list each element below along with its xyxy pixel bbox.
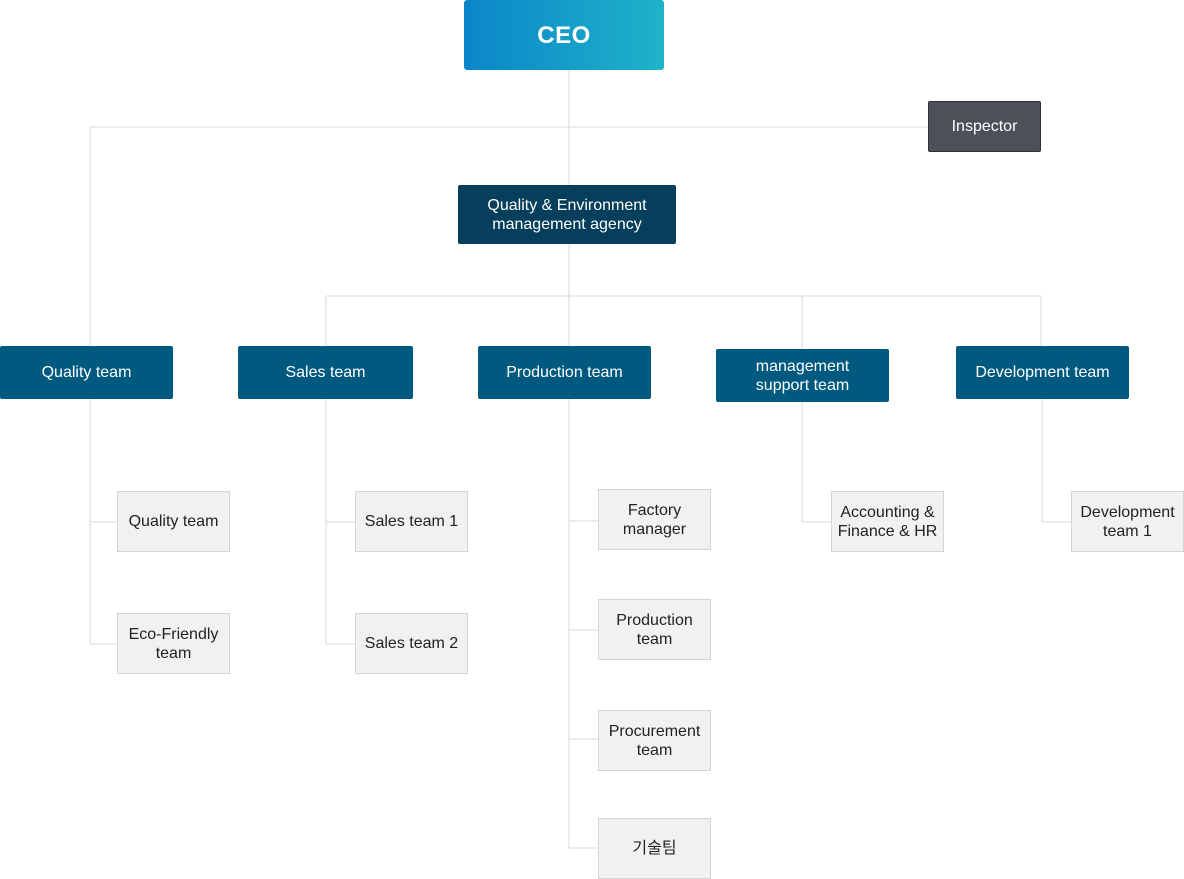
- sales-team-1-box: Sales team 1: [355, 491, 468, 552]
- development-team-box: Development team: [956, 346, 1129, 399]
- production-team-label: Production team: [506, 364, 623, 381]
- quality-team-box: Quality team: [0, 346, 173, 399]
- factory-manager-box: Factory manager: [598, 489, 711, 550]
- production-team-box: Production team: [478, 346, 651, 399]
- sales-team-1-label: Sales team 1: [364, 513, 459, 530]
- tech-team-box: 기술팀: [598, 818, 711, 879]
- agency-box: Quality & Environment management agency: [458, 185, 676, 244]
- ceo-label: CEO: [537, 21, 591, 49]
- sub-production-team-label-line2: team: [636, 630, 673, 648]
- sub-production-team-box: Production team: [598, 599, 711, 660]
- eco-friendly-label-line2: team: [155, 644, 192, 662]
- sub-production-team-label-line1: Production: [616, 611, 693, 629]
- factory-manager-label-line2: manager: [622, 520, 687, 538]
- sub-quality-team-label: Quality team: [128, 513, 219, 530]
- sub-quality-team-box: Quality team: [117, 491, 230, 552]
- development-team-1-box: Development team 1: [1071, 491, 1184, 552]
- tech-team-label: 기술팀: [632, 840, 677, 857]
- management-support-label-line2: support team: [755, 376, 850, 394]
- eco-friendly-team-box: Eco-Friendly team: [117, 613, 230, 674]
- factory-manager-label-line1: Factory: [627, 501, 682, 519]
- management-support-team-box: management support team: [716, 349, 889, 402]
- sales-team-2-box: Sales team 2: [355, 613, 468, 674]
- inspector-label: Inspector: [951, 118, 1018, 135]
- accounting-finance-hr-box: Accounting & Finance & HR: [831, 491, 944, 552]
- inspector-box: Inspector: [928, 101, 1041, 152]
- agency-label-line1: Quality & Environment: [487, 196, 647, 214]
- sales-team-label: Sales team: [285, 364, 366, 381]
- procurement-team-label-line1: Procurement: [608, 722, 701, 740]
- quality-team-label: Quality team: [41, 364, 132, 381]
- procurement-team-label-line2: team: [636, 741, 673, 759]
- ceo-box: CEO: [464, 0, 664, 70]
- sales-team-box: Sales team: [238, 346, 413, 399]
- procurement-team-box: Procurement team: [598, 710, 711, 771]
- development-team-1-label-line1: Development: [1080, 503, 1175, 521]
- development-team-label: Development team: [975, 364, 1110, 381]
- development-team-1-label-line2: team 1: [1103, 522, 1152, 540]
- accounting-label-line1: Accounting &: [840, 503, 935, 521]
- accounting-label-line2: Finance & HR: [837, 522, 938, 540]
- agency-label-line2: management agency: [492, 215, 642, 233]
- sales-team-2-label: Sales team 2: [364, 635, 459, 652]
- eco-friendly-label-line1: Eco-Friendly: [128, 625, 219, 643]
- management-support-label-line1: management: [755, 357, 850, 375]
